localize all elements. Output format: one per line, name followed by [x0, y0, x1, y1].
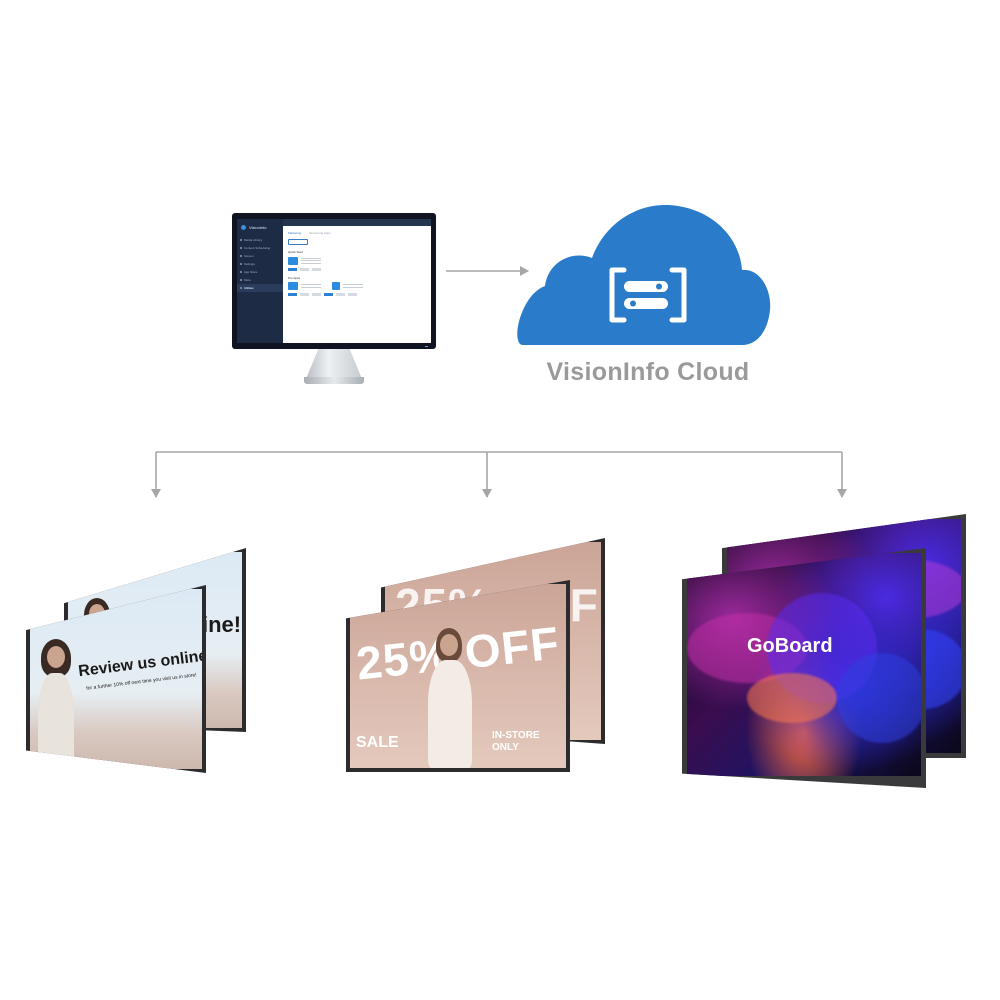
desktop-monitor: VisionInfo Media Library Content Schedul… — [232, 213, 436, 385]
review-headline-fragment: ine! — [202, 612, 242, 637]
nav-item: Settings — [237, 260, 283, 268]
tab: Monitoring Apps — [309, 231, 331, 235]
app-main: Marketing Monitoring Apps Quick Start Pr… — [283, 219, 431, 343]
section-title: Pro Apps — [288, 276, 301, 280]
app-tabs: Marketing Monitoring Apps — [283, 226, 431, 237]
sale-display-front: 25% OFF SALE IN-STORE ONLY — [346, 580, 570, 772]
nav-item: More — [237, 276, 283, 284]
app-logo-icon — [241, 225, 246, 230]
nav-item: App Store — [237, 268, 283, 276]
instore-label: IN-STORE ONLY — [492, 730, 540, 753]
nav-item: Content Scheduling — [237, 244, 283, 252]
cloud-icon — [517, 205, 771, 345]
app-sidebar: VisionInfo Media Library Content Schedul… — [237, 219, 283, 343]
monitor-bezel: VisionInfo Media Library Content Schedul… — [232, 213, 436, 349]
cloud-label: VisionInfo Cloud — [546, 358, 750, 386]
model-photo — [38, 639, 74, 769]
sale-tag: SALE — [356, 734, 399, 751]
power-led — [425, 345, 428, 347]
app-card — [288, 256, 426, 265]
review-display-front: Review us online! for a further 10% off … — [26, 585, 206, 773]
app-topbar — [283, 219, 431, 226]
app-card — [288, 282, 426, 290]
app-name: VisionInfo — [249, 225, 267, 230]
small-button — [288, 239, 308, 245]
nav-item-active: Utilities — [237, 284, 283, 292]
section-title: Quick Start — [288, 250, 303, 254]
tab: Marketing — [288, 231, 302, 235]
monitor-stand — [306, 349, 362, 379]
nav-item: Screen — [237, 252, 283, 260]
instore-line2: ONLY — [492, 741, 519, 753]
app-brand: VisionInfo — [237, 225, 283, 230]
app-card-icon — [332, 282, 340, 290]
app-card-icon — [288, 256, 298, 265]
app-card-icon — [288, 282, 298, 290]
model-photo — [428, 628, 472, 768]
instore-line1: IN-STORE — [492, 730, 540, 741]
goboard-brand: GoBoard — [747, 635, 833, 657]
goboard-display-front: GoBoard — [682, 548, 926, 788]
monitor-screen: VisionInfo Media Library Content Schedul… — [237, 219, 431, 343]
monitor-base — [304, 377, 364, 384]
nav-item: Media Library — [237, 236, 283, 244]
